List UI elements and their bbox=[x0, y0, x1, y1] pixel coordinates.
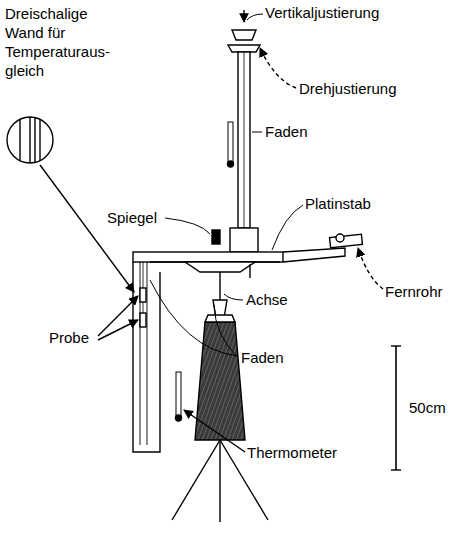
part-label: Spiegel bbox=[106, 208, 158, 227]
part-label: Faden bbox=[240, 348, 285, 367]
scale-label: 50cm bbox=[408, 398, 447, 417]
part-label: Thermometer bbox=[246, 443, 338, 462]
wall-note: Dreischalige Wand für Temperaturaus- gle… bbox=[4, 4, 118, 80]
part-label: Probe bbox=[48, 328, 90, 347]
part-label: Faden bbox=[264, 122, 309, 141]
mirror bbox=[212, 230, 220, 244]
part-label: Vertikaljustierung bbox=[264, 3, 380, 22]
part-label: Fernrohr bbox=[384, 282, 444, 301]
part-label: Drehjustierung bbox=[298, 79, 398, 98]
part-label: Platinstab bbox=[304, 194, 372, 213]
wall-detail-circle bbox=[7, 117, 53, 163]
part-label: Achse bbox=[245, 290, 289, 309]
